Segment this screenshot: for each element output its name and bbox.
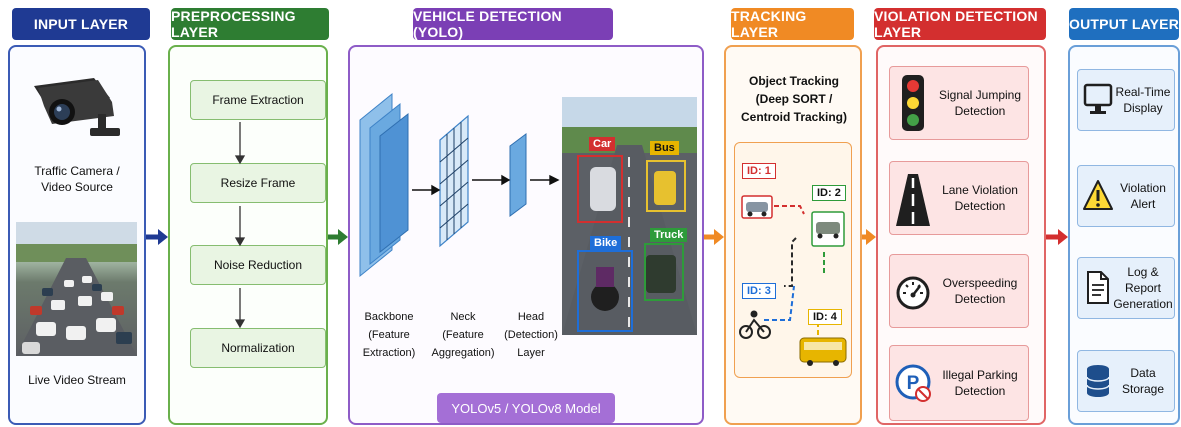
tag-car: Car [589, 137, 616, 151]
car-icon-2 [811, 211, 845, 247]
output-layer-header: OUTPUT LAYER [1069, 8, 1179, 40]
bbox-bike [577, 250, 633, 332]
step-frame-extraction: Frame Extraction [190, 80, 326, 120]
svg-text:P: P [907, 373, 920, 394]
detection-result-image [562, 97, 697, 335]
live-stream-thumbnail [16, 222, 137, 356]
detection-layer-header: VEHICLE DETECTION (YOLO) [413, 8, 613, 40]
model-badge: YOLOv5 / YOLOv8 Model [437, 393, 615, 423]
neck-subtitle: (Feature Aggregation) [431, 329, 495, 359]
head-label: Head (Detection) Layer [500, 308, 562, 362]
arrow-tracking-to-violation [862, 229, 876, 245]
tag-truck: Truck [650, 228, 688, 242]
step-noise-reduction: Noise Reduction [190, 245, 326, 285]
arrow-preprocessing-to-detection [328, 229, 348, 245]
tag-bus: Bus [650, 141, 679, 155]
step-normalization: Normalization [190, 328, 326, 368]
bbox-car [577, 155, 623, 223]
neck-label: Neck (Feature Aggregation) [428, 308, 498, 362]
head-subtitle: (Detection) Layer [504, 329, 558, 359]
output-real-time-display: Real-Time Display [1077, 69, 1175, 131]
bbox-bus [646, 160, 686, 212]
step-resize-frame: Resize Frame [190, 163, 326, 203]
neck-grid-icon [439, 114, 469, 248]
bbox-truck [644, 243, 684, 301]
track-id-4: ID: 4 [808, 309, 842, 325]
track-id-1: ID: 1 [742, 163, 776, 179]
data-storage-label: Data Storage [1121, 366, 1165, 396]
traffic-scene-image [16, 222, 137, 356]
motorbike-icon [739, 310, 771, 339]
backbone-block-icon [359, 92, 409, 278]
output-violation-alert: Violation Alert [1077, 165, 1175, 227]
backbone-title: Backbone [364, 311, 414, 323]
network-architecture-diagram [359, 92, 560, 278]
arrow-input-to-preprocessing [146, 229, 168, 245]
violation-lane: Lane Violation Detection [889, 161, 1029, 235]
tag-bike: Bike [590, 236, 622, 250]
illegal-parking-label: Illegal Parking Detection [942, 368, 1018, 398]
backbone-subtitle: (Feature Extraction) [362, 329, 416, 359]
backbone-label: Backbone (Feature Extraction) [358, 308, 420, 362]
arrow-violation-to-output [1046, 229, 1068, 245]
speedometer-icon [896, 276, 930, 310]
head-title: Head [517, 311, 545, 323]
signal-jumping-label: Signal Jumping Detection [938, 88, 1022, 118]
output-log-report: Log & Report Generation [1077, 257, 1175, 319]
real-time-display-label: Real-Time Display [1115, 85, 1171, 115]
cctv-camera-icon [34, 78, 120, 136]
violation-illegal-parking: P Illegal Parking Detection [889, 345, 1029, 421]
monitor-icon [1083, 83, 1113, 114]
lane-violation-label: Lane Violation Detection [942, 183, 1018, 213]
arrow-detection-to-tracking [704, 229, 724, 245]
road-scene [562, 97, 697, 335]
live-stream-label: Live Video Stream [28, 373, 126, 387]
log-report-label: Log & Report Generation [1113, 265, 1173, 311]
road-lane-icon [896, 174, 930, 226]
input-layer-header: INPUT LAYER [12, 8, 150, 40]
head-block-icon [509, 133, 527, 217]
camera-label: Traffic Camera / Video Source [34, 164, 120, 194]
tracking-layer-header: TRACKING LAYER [731, 8, 854, 40]
neck-title: Neck [450, 311, 476, 323]
overspeeding-label: Overspeeding Detection [942, 276, 1018, 306]
tracking-subtitle: Object Tracking (Deep SORT / Centroid Tr… [740, 74, 847, 124]
track-id-2: ID: 2 [812, 185, 846, 201]
car-icon-1 [741, 195, 773, 219]
warning-icon [1083, 180, 1113, 210]
traffic-light-icon [902, 75, 924, 131]
output-data-storage: Data Storage [1077, 350, 1175, 412]
violation-overspeeding: Overspeeding Detection [889, 254, 1029, 328]
preprocessing-layer-header: PREPROCESSING LAYER [171, 8, 329, 40]
document-icon [1087, 271, 1109, 304]
violation-signal-jumping: Signal Jumping Detection [889, 66, 1029, 140]
violation-layer-header: VIOLATION DETECTION LAYER [874, 8, 1046, 40]
tracking-paths [739, 195, 847, 366]
no-parking-icon: P [895, 364, 931, 402]
violation-alert-label: Violation Alert [1120, 181, 1166, 211]
bus-icon [799, 337, 847, 366]
preprocessing-flow-arrows [234, 122, 246, 329]
database-icon [1086, 365, 1110, 397]
track-id-3: ID: 3 [742, 283, 776, 299]
